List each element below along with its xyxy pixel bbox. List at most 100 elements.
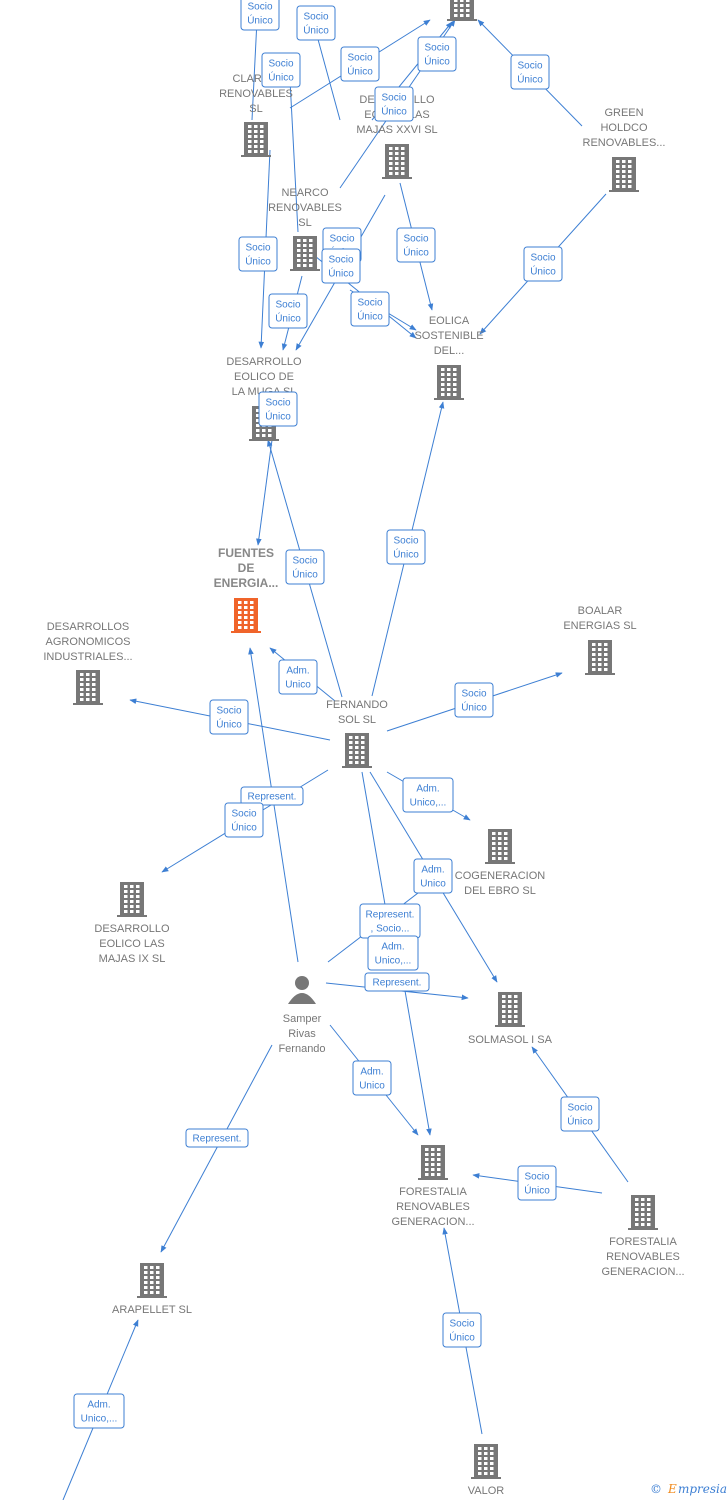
building-window [80, 688, 84, 691]
building-window [262, 429, 266, 432]
building-base [382, 177, 412, 179]
node-label: RENOVABLES [396, 1201, 470, 1213]
building-window [250, 611, 254, 614]
building-window [349, 751, 353, 754]
person-icon [288, 976, 316, 1004]
building-window [136, 910, 140, 913]
node-label: SOSTENIBLE [414, 330, 483, 342]
relation-tag-text: Socio [567, 1103, 592, 1114]
building-window [453, 383, 457, 386]
building-window [309, 239, 313, 242]
building-window [401, 152, 405, 155]
relation-tag-text: Único [393, 548, 419, 561]
building-window [349, 746, 353, 749]
building-window [244, 601, 248, 604]
building-window [256, 414, 260, 417]
building-icon [471, 1444, 501, 1479]
building-window [460, 9, 464, 12]
relation-tag-text: , Socio... [371, 924, 410, 935]
node-top[interactable] [447, 0, 477, 21]
building-window [244, 626, 248, 629]
node-solmasol[interactable]: SOLMASOL I SA [468, 992, 553, 1046]
relation-tag[interactable]: Adm.Unico,... [367, 935, 419, 971]
node-label: SL [298, 217, 311, 229]
relation-tag[interactable]: Represent. [364, 972, 430, 992]
node-valor[interactable]: VALOR [468, 1444, 505, 1497]
node-label: ARAPELLET SL [112, 1304, 192, 1316]
building-window [484, 1462, 488, 1465]
relation-tag-box [454, 682, 494, 718]
building-window [647, 1208, 651, 1211]
building-window [124, 900, 128, 903]
building-window [622, 170, 626, 173]
building-window [254, 130, 258, 133]
building-window [635, 1223, 639, 1226]
relation-tag[interactable]: Adm.Unico,... [402, 777, 454, 813]
building-window [598, 668, 602, 671]
building-window [389, 152, 393, 155]
node-agronomicos[interactable]: DESARROLLOSAGRONOMICOSINDUSTRIALES... [43, 621, 133, 705]
building-window [437, 1148, 441, 1151]
relation-tag[interactable]: Adm.Unico [278, 659, 318, 695]
relation-tag-text: Represent. [248, 792, 297, 803]
node-arapellet[interactable]: ARAPELLET SL [112, 1263, 192, 1316]
relation-tag[interactable]: Adm.Unico [413, 858, 453, 894]
building-window [622, 175, 626, 178]
building-window [622, 185, 626, 188]
node-forestalia2[interactable]: FORESTALIARENOVABLESGENERACION... [601, 1195, 685, 1278]
relation-tag[interactable]: Represent., Socio... [359, 903, 421, 939]
relation-tag-box [386, 529, 426, 565]
building-window [514, 1005, 518, 1008]
building-window [92, 693, 96, 696]
node-forestalia1[interactable]: FORESTALIARENOVABLESGENERACION... [391, 1145, 475, 1228]
building-window [647, 1218, 651, 1221]
relation-tag-text: Unico,... [81, 1414, 118, 1425]
relation-tag[interactable]: Represent. [240, 786, 304, 806]
relation-tag[interactable]: Adm.Unico,... [73, 1393, 125, 1429]
building-window [156, 1286, 160, 1289]
building-window [92, 678, 96, 681]
node-eolicasost[interactable]: EOLICASOSTENIBLEDEL... [414, 315, 484, 400]
building-window [431, 1158, 435, 1161]
relation-tag[interactable]: Adm.Unico [352, 1060, 392, 1096]
building-window [447, 373, 451, 376]
building-window [504, 857, 508, 860]
relation-tag-text: Único [403, 246, 429, 259]
building-window [395, 147, 399, 150]
node-fuentes[interactable]: FUENTESDEENERGIA... [214, 546, 279, 633]
building-window [244, 621, 248, 624]
building-window [478, 1462, 482, 1465]
relation-tag[interactable]: Represent. [185, 1128, 249, 1148]
building-window [136, 900, 140, 903]
relation-line [403, 984, 432, 1136]
node-green[interactable]: GREENHOLDCORENOVABLES... [583, 107, 666, 192]
